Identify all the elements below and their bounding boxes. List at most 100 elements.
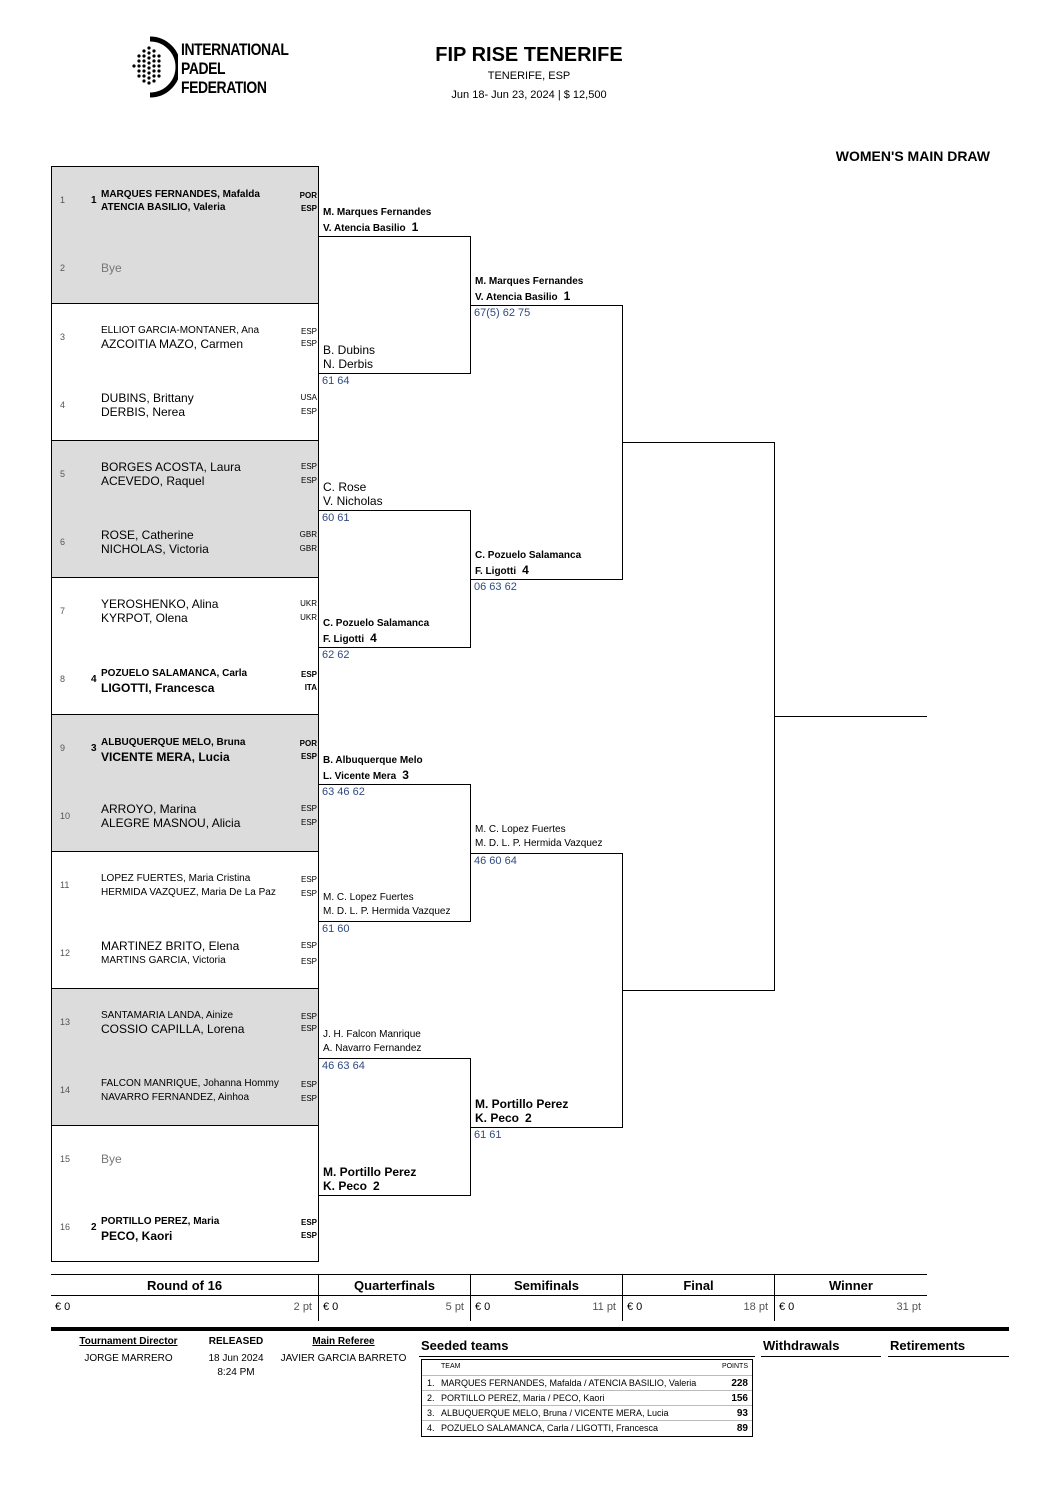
seeded-teams-table: TEAM POINTS 1.MARQUES FERNANDES, Mafalda…: [421, 1359, 753, 1437]
bracket-line: [622, 853, 623, 1128]
qf-winner-name: N. Derbis: [323, 357, 374, 371]
player-nationality: GBR: [299, 530, 317, 539]
section-divider: [51, 1327, 1009, 1331]
qf-winner-line1: B. Dubins: [323, 343, 376, 357]
sf-winner-seed: 4: [522, 563, 529, 577]
qf-winner-name: L. Vicente Mera: [323, 771, 397, 782]
player-nationality: UKR: [300, 599, 317, 608]
qf-winner-name: K. Peco: [323, 1179, 368, 1193]
qf-winner-name: V. Atencia Basilio: [323, 223, 406, 234]
qf-score: 61 64: [322, 375, 350, 387]
qf-winner-line2: A. Navarro Fernandez: [323, 1042, 421, 1056]
player-name: DUBINS, Brittany: [101, 391, 194, 405]
draw-title: WOMEN'S MAIN DRAW: [835, 148, 990, 164]
seeded-teams-title: Seeded teams: [421, 1338, 509, 1353]
round-row-line: [319, 1295, 470, 1296]
seed-number: 2: [91, 1222, 97, 1233]
player-name: ALBUQUERQUE MELO, Bruna: [101, 737, 246, 748]
player-name: ATENCIA BASILIO, Valeria: [101, 202, 226, 213]
round-prize-money: € 0: [55, 1301, 71, 1313]
draw-position: 11: [60, 880, 70, 890]
player-name: ARROYO, Marina: [101, 802, 197, 816]
player-nationality: ESP: [300, 957, 317, 966]
qf-winner-name: A. Navarro Fernandez: [323, 1043, 422, 1054]
draw-slot: 15 Bye: [52, 1126, 318, 1194]
player-nationality: ESP: [300, 1231, 317, 1240]
bracket-line: [471, 305, 623, 306]
round-row-line: [775, 1295, 927, 1296]
seeded-team-points: 156: [731, 1393, 748, 1404]
withdrawals-title: Withdrawals: [763, 1338, 840, 1353]
player-name: AZCOITIA MAZO, Carmen: [101, 337, 244, 351]
seeded-team-row: 4. POZUELO SALAMANCA, Carla / LIGOTTI, Fr…: [422, 1420, 752, 1436]
player-nationality: ESP: [300, 941, 317, 950]
main-referee: JAVIER GARCIA BARRETO: [280, 1353, 407, 1364]
qf-score: 60 61: [322, 512, 350, 524]
player-nationality: ESP: [300, 1024, 317, 1033]
sf-winner-seed: 2: [525, 1111, 532, 1125]
seeded-rank: 1.: [427, 1378, 435, 1388]
bracket-line: [471, 853, 623, 854]
tournament-director: JORGE MARRERO: [84, 1353, 173, 1364]
player-name: YEROSHENKO, Alina: [101, 597, 219, 611]
retirements-title: Retirements: [890, 1338, 966, 1353]
draw-position: 15: [60, 1154, 71, 1164]
draw-position: 2: [60, 263, 66, 273]
draw-position: 13: [60, 1017, 71, 1027]
bracket-line: [319, 373, 471, 374]
seeded-team-points: 93: [736, 1408, 748, 1419]
draw-position: 14: [60, 1085, 71, 1095]
seeded-rank: 4.: [427, 1423, 435, 1433]
player-nationality: POR: [299, 191, 317, 200]
qf-winner-line1: C. Rose: [323, 480, 367, 494]
bracket-line: [319, 1195, 471, 1196]
qf-score: 61 60: [322, 923, 350, 935]
sf-winner-line2: K. Peco 2: [475, 1111, 532, 1125]
qf-score: 63 46 62: [322, 786, 365, 798]
player-nationality: ESP: [300, 670, 317, 679]
qf-winner-line1: M. C. Lopez Fuertes: [323, 892, 414, 903]
draw-position: 9: [60, 743, 66, 753]
round-name: Round of 16: [146, 1278, 223, 1293]
qf-winner-name: V. Nicholas: [323, 494, 383, 508]
player-name: FALCON MANRIQUE, Johanna Hommy: [101, 1078, 279, 1089]
bracket-line: [319, 921, 471, 922]
player-name: NICHOLAS, Victoria: [101, 542, 209, 556]
tournament-title: FIP RISE TENERIFE: [435, 44, 623, 66]
round-name: Quarterfinals: [354, 1278, 435, 1293]
seeded-underline: [419, 1356, 755, 1357]
seeded-team-name: POZUELO SALAMANCA, Carla / LIGOTTI, Fran…: [441, 1423, 659, 1433]
sf-winner-name: K. Peco: [475, 1111, 520, 1125]
bracket-line: [775, 716, 927, 717]
player-nationality: ESP: [300, 327, 317, 336]
player-name: BORGES ACOSTA, Laura: [101, 460, 241, 474]
seed-number: 4: [91, 674, 97, 685]
round-points: 31 pt: [896, 1301, 921, 1313]
seeded-team-points: 89: [736, 1423, 748, 1434]
qf-score: 46 63 64: [322, 1060, 365, 1072]
draw-position: 7: [60, 606, 66, 616]
released-time: 8:24 PM: [217, 1367, 255, 1378]
round-row-line: [51, 1295, 318, 1296]
player-nationality: UKR: [300, 613, 317, 622]
bracket-line: [470, 510, 471, 648]
sf-winner-name: V. Atencia Basilio: [475, 292, 558, 303]
player-nationality: ESP: [300, 407, 317, 416]
sf-winner-line1: C. Pozuelo Salamanca: [475, 550, 582, 561]
round-points: 11 pt: [592, 1301, 616, 1313]
draw-position: 4: [60, 400, 66, 410]
bracket-line: [319, 647, 471, 648]
bye-label: Bye: [101, 1152, 122, 1166]
